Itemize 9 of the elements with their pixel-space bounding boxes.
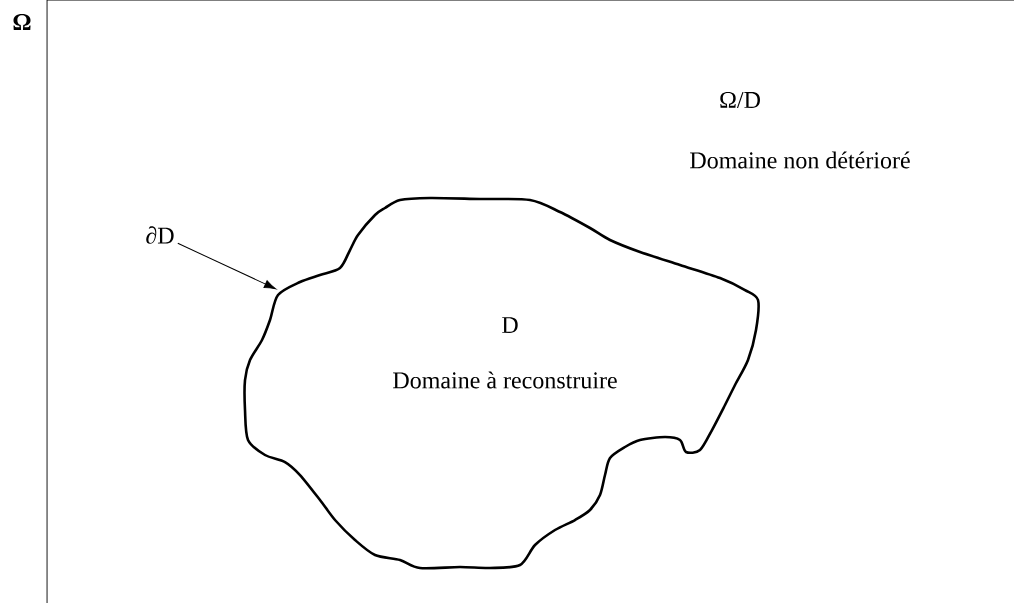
boundary-label: ∂D [146, 226, 174, 244]
domain-frame [46, 0, 1014, 603]
region-description: Domaine à reconstruire [393, 371, 617, 389]
irregular-region [243, 196, 760, 570]
region-label: D [502, 317, 518, 333]
region-description: Domaine non détérioré [690, 151, 910, 169]
leader-line [177, 242, 277, 290]
domain-symbol: Ω [13, 14, 31, 30]
region-label: Ω/D [720, 91, 760, 109]
